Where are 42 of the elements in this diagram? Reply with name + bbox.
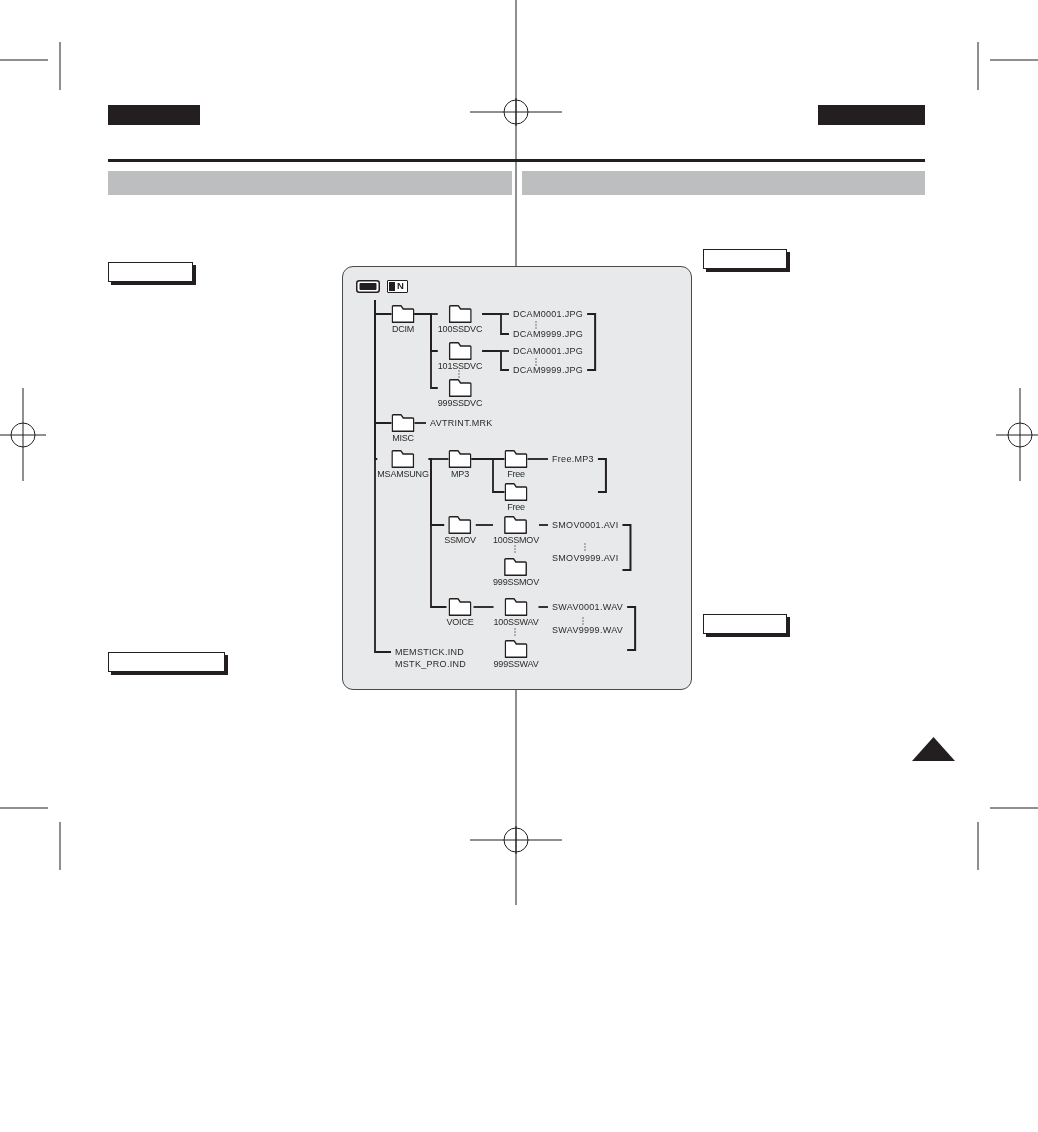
tree-line [427,458,448,608]
folder-name: 999SSMOV [493,577,539,588]
section-bar [522,171,925,195]
section-bar [108,171,512,195]
folder-name: MP3 [451,469,469,480]
file-name: DCAM0001.JPG [513,345,584,357]
folder-name: Free [507,469,525,480]
tree-line [374,299,392,653]
folder-name: 999SSDVC [437,398,483,409]
folder-name: 100SSDVC [437,324,483,335]
folder-name: VOICE [446,617,474,628]
tree-line [537,606,549,608]
folder-name: 100SSMOV [493,535,539,546]
tree-line [413,313,439,389]
tree-line [481,350,510,371]
tree-line [413,422,427,424]
file-name: MEMSTICK.IND [395,646,465,658]
file-name: Free.MP3 [552,453,594,465]
file-name: DCAM0001.JPG [513,308,584,320]
folder-name: 100SSWAV [493,617,539,628]
file-name: SMOV9999.AVI [552,552,619,564]
internal-memory-icon: N [387,280,408,293]
file-name: SMOV0001.AVI [552,519,619,531]
tree-line [481,313,510,335]
file-name: DCAM9999.JPG [513,328,584,340]
tree-line [538,524,549,526]
tree-line [472,606,495,608]
folder-name: Free [507,502,525,513]
folder-name: DCIM [391,324,415,335]
file-name: DCAM9999.JPG [513,364,584,376]
folder-name: MISC [392,433,414,444]
folder-name: MSAMSUNG [377,469,429,480]
tree-line [526,458,549,460]
file-name: SWAV0001.WAV [552,601,624,613]
folder-name: SSMOV [444,535,476,546]
tree-line [470,458,506,493]
file-name: SWAV9999.WAV [552,624,624,636]
folder-name: 101SSDVC [437,361,483,372]
file-name: AVTRINT.MRK [430,417,493,429]
file-name: MSTK_PRO.IND [395,658,467,670]
tree-line [474,524,494,526]
folder-name: 999SSWAV [493,659,539,670]
